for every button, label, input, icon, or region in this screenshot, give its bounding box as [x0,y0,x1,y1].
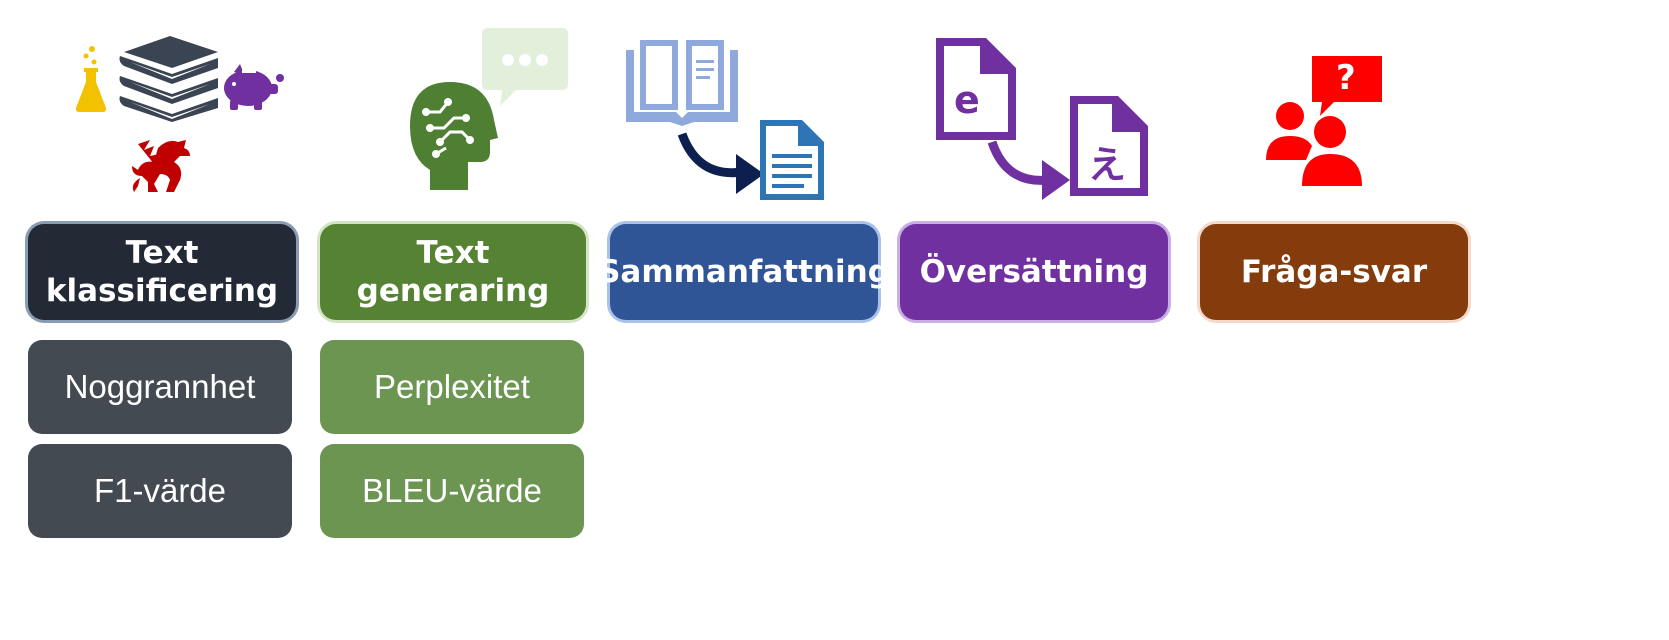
ai-head-icon [410,82,498,190]
task-label-line: Sammanfattning [598,254,890,290]
piggy-bank-icon [224,64,284,110]
japanese-glyph: え [1088,143,1127,187]
task-label-line: Fråga-svar [1240,254,1428,290]
metric-f1: F1-värde [28,444,292,538]
metric-label: BLEU-värde [362,472,542,509]
speech-bubble-icon [482,28,568,106]
metric-label: F1-värde [93,472,227,509]
task-label-line: Text [416,235,490,271]
task-text-classification: Text klassificering [28,224,296,320]
task-summary: Sammanfattning [598,224,890,320]
task-label-line: Översättning [919,254,1149,290]
question-glyph: ? [1336,58,1356,98]
arrow-icon [987,140,1070,200]
task-label-line: generaring [356,273,550,309]
metric-label: Perplexitet [374,368,530,405]
books-icon [119,36,218,122]
metric-label: Noggrannhet [64,368,256,405]
people-icon [1266,102,1362,186]
japanese-file-icon: え [1070,96,1148,196]
english-glyph: e [954,78,980,122]
task-label-line: klassificering [45,273,279,309]
flask-icon [75,46,107,112]
task-text-generation: Text generaring [320,224,586,320]
question-bubble-icon: ? [1312,56,1382,116]
open-book-icon [626,40,738,126]
english-file-icon: e [936,38,1016,140]
task-label-line: Text [125,235,199,271]
metric-accuracy: Noggrannhet [28,340,292,434]
task-question-answering: Fråga-svar [1200,224,1468,320]
metric-perplexity: Perplexitet [320,340,584,434]
arrow-icon [677,132,764,194]
metric-bleu: BLEU-värde [320,444,584,538]
document-icon [760,120,824,200]
task-translation: Översättning [900,224,1168,320]
dragon-icon [132,140,190,192]
